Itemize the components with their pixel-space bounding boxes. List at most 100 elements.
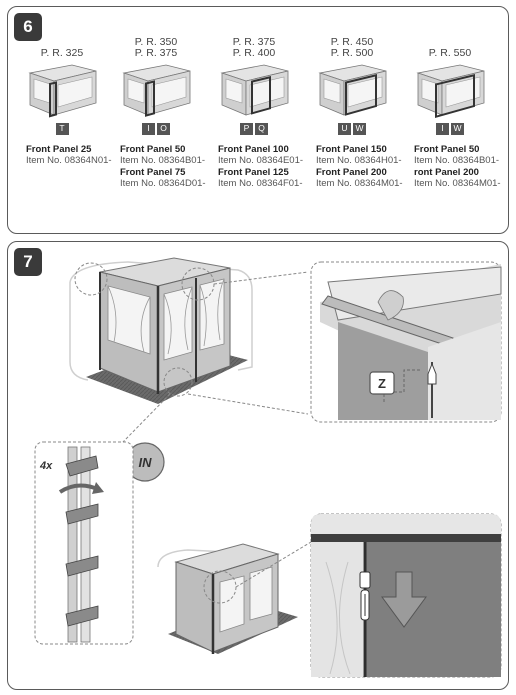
strap-detail-inset: 4x [34, 441, 134, 645]
step-number-7: 7 [14, 248, 42, 276]
panel-code-badge: I [436, 122, 449, 135]
item-number: Item No. 08364M01- [414, 178, 501, 189]
item-number: Item No. 08364E01- [218, 155, 304, 166]
strap-2 [65, 503, 99, 525]
panel-code-badge: W [451, 122, 464, 135]
item-number: Item No. 08364M01- [316, 178, 403, 189]
caravan-outline [69, 261, 253, 371]
front-panel-name: Front Panel 75 [120, 166, 186, 178]
pr-sizes: P. R. 325 [26, 37, 126, 59]
awning-tent-illustration [69, 257, 309, 443]
zip-pull [359, 571, 371, 589]
panel-code-badge: Q [255, 122, 268, 135]
item-number: Item No. 08364N01- [26, 155, 112, 166]
strap-4 [65, 605, 99, 627]
item-number: Item No. 08364D01- [120, 178, 206, 189]
pr-size-label: P. R. 350 [134, 36, 178, 48]
item-number: Item No. 08364H01- [316, 155, 402, 166]
pr-size-label: P. R. 375 [232, 36, 276, 48]
zip-roof-edge [311, 514, 501, 534]
panel-code-badge: O [157, 122, 170, 135]
front-panel-name: Front Panel 150 [316, 143, 387, 155]
zip-detail-inset [310, 513, 502, 678]
in-label: IN [139, 455, 153, 470]
item-number: Item No. 08364F01- [218, 178, 303, 189]
zip-roof-seam [311, 534, 501, 542]
awning-thumbnail [28, 64, 97, 118]
zip-front-fabric [366, 542, 501, 677]
in-badge: IN [125, 442, 165, 482]
pr-size-label: P. R. 325 [40, 47, 84, 59]
pr-size-label: P. R. 400 [232, 47, 276, 59]
side-curtains [107, 285, 151, 353]
panel-codes: T [26, 122, 98, 136]
panel-code-badge: T [55, 122, 69, 135]
rail-end-cap [377, 290, 404, 321]
caravan-outline-front [69, 282, 89, 381]
awning-thumbnail [122, 64, 191, 117]
small-window-left [219, 575, 245, 633]
front-curtains [163, 278, 225, 355]
front-panel-name: Front Panel 50 [414, 143, 480, 155]
small-awning-illustration [157, 541, 312, 654]
awning-thumbnail [318, 64, 387, 116]
pr-sizes: P. R. 550 [414, 37, 514, 59]
pr-size-label: P. R. 500 [330, 47, 374, 59]
front-panel-name: Front Panel 100 [218, 143, 289, 155]
front-panel-name: Front Panel 125 [218, 166, 289, 178]
rail-detail-inset: Z [310, 261, 502, 423]
callout-line [213, 271, 309, 285]
pr-size-label: P. R. 550 [428, 47, 472, 59]
panel-code-badge: I [142, 122, 155, 135]
callout-line-strap [122, 393, 171, 443]
panel-code-badge: U [338, 122, 351, 135]
zip-callout-line [235, 541, 312, 588]
pr-size-label: P. R. 450 [330, 36, 374, 48]
step-7-illustration: Z IN 4x [34, 257, 502, 678]
down-arrow-icon [381, 571, 427, 628]
zip-slider [427, 362, 437, 385]
z-label: Z [378, 376, 386, 391]
z-callout-line [383, 369, 422, 402]
awning-thumbnail [220, 64, 289, 116]
small-window-right [249, 566, 273, 621]
detail-circle-bottom [163, 367, 193, 397]
panel-fabric [338, 322, 428, 420]
panel-code-badge: W [353, 122, 366, 135]
front-panel-name: Front Panel 50 [120, 143, 186, 155]
strap-1 [65, 455, 99, 477]
small-caravan-outline [157, 549, 269, 622]
side-window [107, 285, 151, 355]
item-number: Item No. 08364B01- [414, 155, 500, 166]
z-label-box [369, 371, 395, 395]
item-number: Item No. 08364B01- [120, 155, 206, 166]
zip-curtain-lines [325, 561, 351, 675]
step-7-panel: 7 [7, 241, 509, 690]
rail-channel [321, 295, 454, 347]
wrap-arrow-head [92, 482, 104, 494]
strap-3 [65, 555, 99, 577]
step-number-6: 6 [14, 13, 42, 41]
pole-left [67, 446, 78, 643]
awning-thumbnail [416, 64, 485, 118]
count-label: 4x [39, 460, 53, 472]
front-panel-name: ront Panel 200 [414, 166, 479, 178]
callout-line-rail [187, 393, 309, 415]
